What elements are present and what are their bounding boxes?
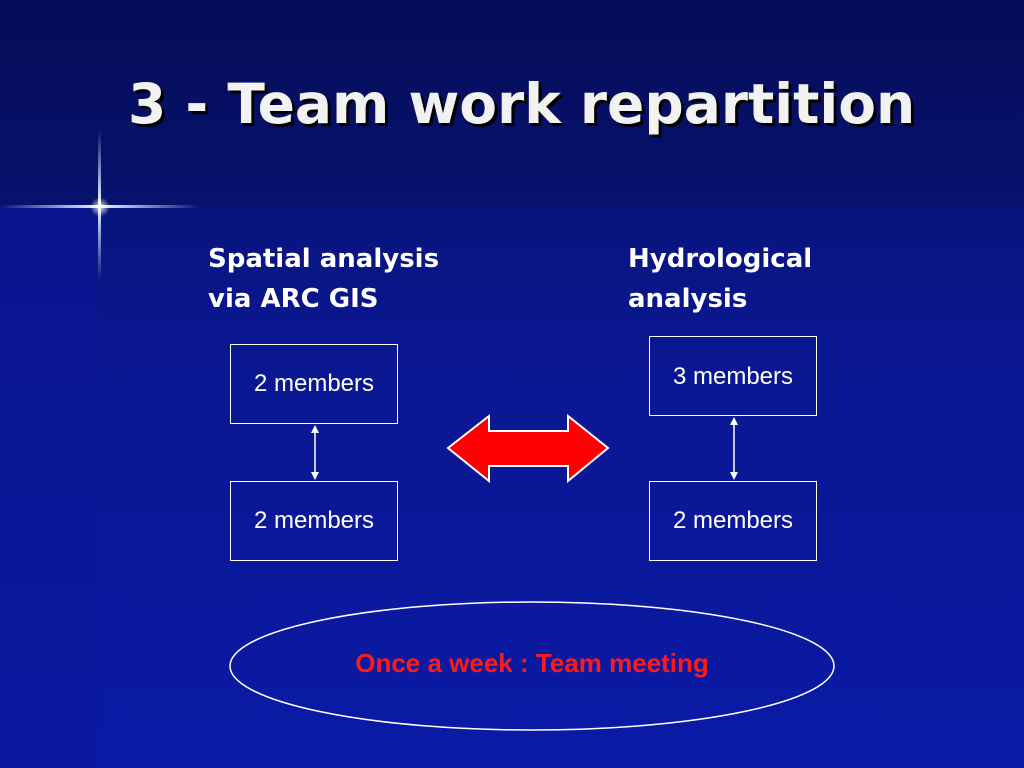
hydrological-top-members-box: 3 members: [649, 336, 817, 416]
hydrological-analysis-heading: Hydrological analysis: [628, 239, 812, 319]
spatial-top-members-box: 2 members: [230, 344, 398, 424]
title-band: [0, 0, 1024, 207]
hydrological-analysis-heading-line1: Hydrological: [628, 244, 813, 274]
left-accent-band: [0, 207, 98, 768]
spatial-analysis-heading-line2: via ARC GIS: [208, 284, 379, 314]
slide-title: 3 - Team work repartition: [128, 72, 916, 136]
spatial-bottom-members-box: 2 members: [230, 481, 398, 561]
team-meeting-label: Once a week : Team meeting: [355, 648, 709, 678]
spatial-analysis-heading-line1: Spatial analysis: [208, 244, 440, 274]
hydrological-bottom-members-box: 2 members: [649, 481, 817, 561]
hydrological-analysis-heading-line2: analysis: [628, 284, 748, 314]
sparkle-glow: [90, 197, 110, 217]
spatial-analysis-heading: Spatial analysis via ARC GIS: [208, 239, 439, 319]
